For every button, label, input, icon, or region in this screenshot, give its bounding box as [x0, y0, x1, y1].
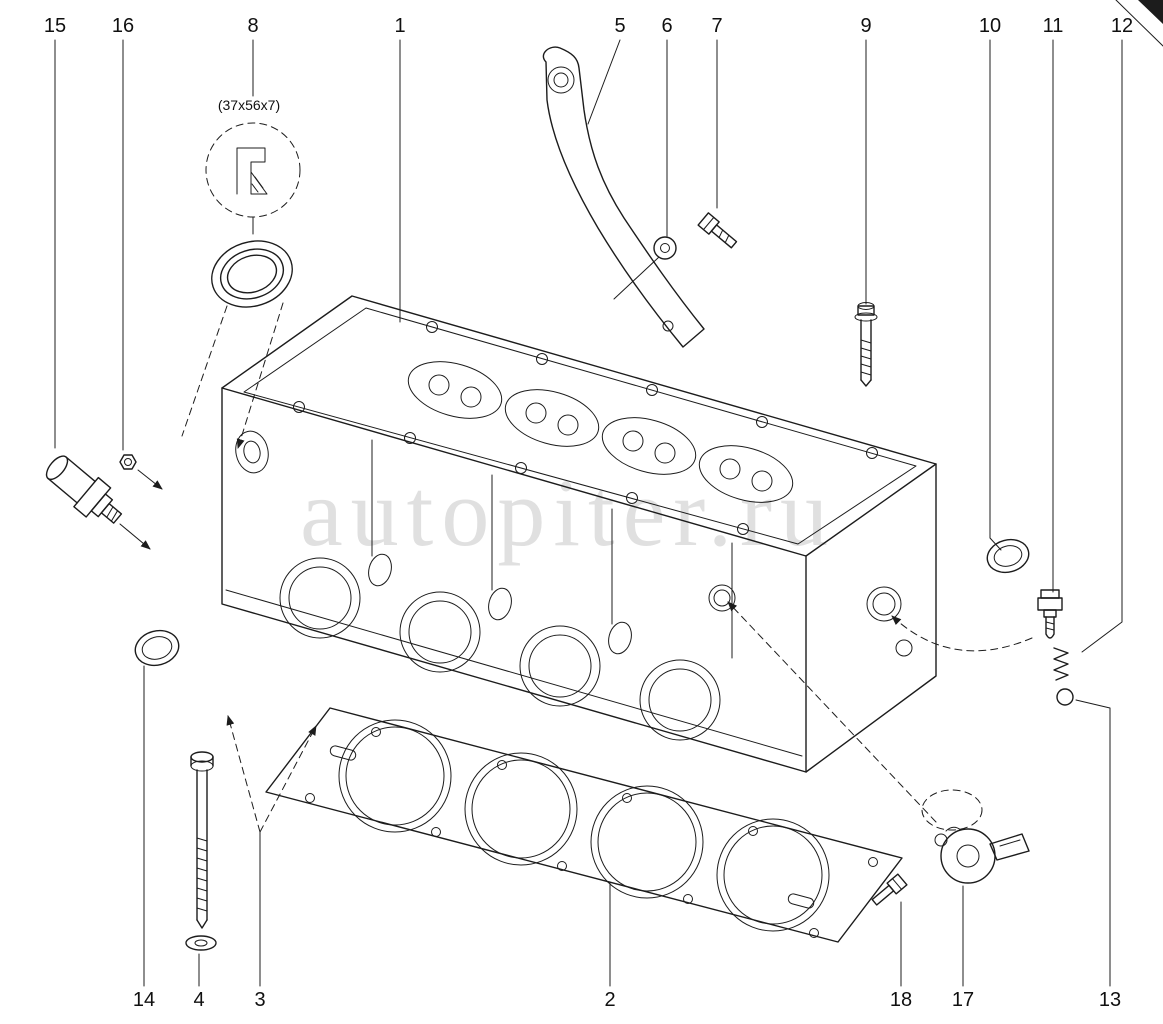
sensor-mounting-hole — [708, 584, 736, 612]
sensor-dashed-pointer — [727, 601, 937, 823]
leader-5 — [587, 39, 621, 125]
leader-12 — [1081, 39, 1123, 653]
oil-valve-hole — [866, 586, 913, 657]
corner-triangle — [1138, 0, 1163, 24]
head-bolt-washer — [185, 935, 217, 951]
leader-3-dashed-b — [259, 725, 317, 833]
sensor-bolt — [871, 873, 908, 906]
callout-15: 15 — [44, 15, 66, 37]
callout-5: 5 — [614, 15, 625, 37]
seal-leader-dashed-b — [236, 302, 284, 449]
callout-6: 6 — [661, 15, 672, 37]
bracket-washer — [613, 236, 677, 300]
oil-pressure-valve — [45, 455, 123, 524]
cam-position-sensor — [921, 789, 1030, 884]
oil-check-valve — [1037, 589, 1063, 639]
nut-16 — [119, 454, 137, 470]
seal-cross-section-icon — [236, 147, 268, 195]
callout-16: 16 — [112, 15, 134, 37]
valve-spring — [1053, 647, 1069, 681]
callout-9: 9 — [860, 15, 871, 37]
leader-13 — [1075, 699, 1111, 987]
seal-leader-dashed-a — [181, 305, 228, 437]
valve-ball — [1056, 688, 1074, 706]
core-plug-left — [134, 629, 180, 667]
valve-15-arrow — [119, 523, 151, 550]
core-plug-right — [986, 538, 1030, 574]
callout-12: 12 — [1111, 15, 1133, 37]
callout-13: 13 — [1099, 989, 1121, 1011]
callout-10: 10 — [979, 15, 1001, 37]
valve-dashed-pointer — [891, 615, 1033, 652]
callout-labels: 15 16 8 1 5 6 7 9 10 11 12 14 4 3 2 18 1… — [44, 15, 1133, 1011]
corner-line — [1115, 0, 1163, 47]
seal-seat — [235, 430, 269, 474]
watermark-text: autopiter.ru — [300, 459, 836, 566]
head-gasket — [265, 707, 903, 943]
callout-11: 11 — [1043, 15, 1064, 37]
head-bolt — [190, 751, 214, 929]
seal-detail-8: (37x56x7) — [181, 97, 301, 449]
seal-detail-circle — [205, 122, 301, 218]
cylinder-head — [221, 295, 937, 773]
leader-3-dashed-a — [226, 715, 261, 833]
seal-dimension-label: (37x56x7) — [218, 97, 280, 113]
callout-18: 18 — [890, 989, 912, 1011]
callout-14: 14 — [133, 989, 155, 1011]
callout-1: 1 — [394, 15, 405, 37]
callout-17: 17 — [952, 989, 974, 1011]
lifting-bracket — [542, 46, 705, 348]
nut-16-arrow — [137, 469, 163, 490]
leader-lines — [54, 39, 1123, 987]
callout-7: 7 — [711, 15, 722, 37]
stud-bolt-9 — [854, 302, 878, 387]
bracket-bolt — [697, 212, 738, 249]
leader-10 — [989, 39, 1002, 551]
callout-4: 4 — [193, 989, 204, 1011]
callout-2: 2 — [604, 989, 615, 1011]
callout-3: 3 — [254, 989, 265, 1011]
camshaft-oil-seal — [211, 240, 293, 308]
callout-8: 8 — [247, 15, 258, 37]
